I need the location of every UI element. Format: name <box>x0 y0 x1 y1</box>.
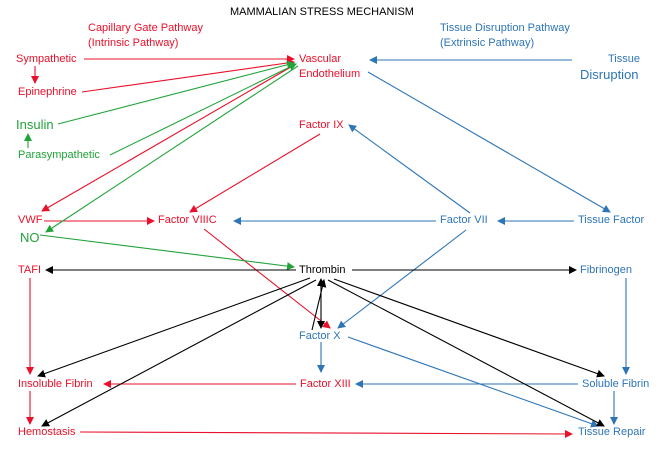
arrow-thrombin-insoluble-fibrin <box>37 277 311 378</box>
arrow-factor-x-thrombin-diag <box>311 279 327 331</box>
node-factor-viiic: Factor VIIIC <box>158 214 217 226</box>
arrow-vascular-vwf <box>41 63 297 212</box>
extrinsic-pathway-title: Tissue Disruption Pathway <box>440 22 570 34</box>
arrow-parasympathetic-vascular <box>109 63 297 156</box>
node-soluble-fibrin: Soluble Fibrin <box>582 378 650 390</box>
arrow-no-thrombin <box>39 234 295 271</box>
node-fibrinogen: Fibrinogen <box>580 264 632 276</box>
intrinsic-pathway-subtitle: (Intrinsic Pathway) <box>88 37 179 49</box>
arrow-factor-vii-factor-x <box>337 229 467 329</box>
node-factor-vii: Factor VII <box>440 214 488 226</box>
node-vwf: VWF <box>18 214 43 226</box>
node-sympathetic: Sympathetic <box>16 53 77 65</box>
node-parasympathetic: Parasympathetic <box>18 149 100 161</box>
node-vascular-line2: Endothelium <box>299 68 361 80</box>
node-vascular-line1: Vascular <box>299 53 341 65</box>
node-tissue-disruption-line2: Disruption <box>580 67 639 82</box>
node-insulin: Insulin <box>16 117 54 132</box>
node-thrombin: Thrombin <box>299 264 346 276</box>
node-tafi: TAFI <box>18 264 42 276</box>
node-tissue-factor: Tissue Factor <box>578 214 645 226</box>
node-tissue-disruption-line1: Tissue <box>608 53 640 65</box>
arrow-thrombin-soluble-fibrin <box>333 278 605 378</box>
node-tissue-repair: Tissue Repair <box>578 426 646 438</box>
node-hemostasis: Hemostasis <box>18 426 76 438</box>
node-insoluble-fibrin: Insoluble Fibrin <box>18 378 93 390</box>
arrow-factor-ix-factor-viiic <box>189 133 321 213</box>
arrow-factor-vii-factor-ix <box>348 124 471 214</box>
arrow-epinephrine-vascular <box>81 59 295 93</box>
node-no: NO <box>20 230 40 245</box>
node-factor-x: Factor X <box>299 330 341 342</box>
node-factor-ix: Factor IX <box>299 119 344 131</box>
arrow-factor-viiic-factor-x <box>203 228 331 329</box>
node-factor-xiii: Factor XIII <box>300 378 351 390</box>
arrow-vascular-no <box>45 65 299 233</box>
arrow-insulin-vascular <box>57 60 295 125</box>
node-epinephrine: Epinephrine <box>18 86 77 98</box>
extrinsic-pathway-subtitle: (Extrinsic Pathway) <box>440 37 535 49</box>
arrow-thrombin-tissue-repair <box>327 279 605 427</box>
arrow-factor-x-tissue-repair <box>347 336 599 428</box>
arrow-vascular-tissue-factor <box>367 71 611 213</box>
arrow-hemostasis-tissue-repair <box>79 429 573 438</box>
arrow-thrombin-hemostasis <box>41 279 317 427</box>
intrinsic-pathway-title: Capillary Gate Pathway <box>88 22 203 34</box>
diagram-title: MAMMALIAN STRESS MECHANISM <box>230 6 414 18</box>
